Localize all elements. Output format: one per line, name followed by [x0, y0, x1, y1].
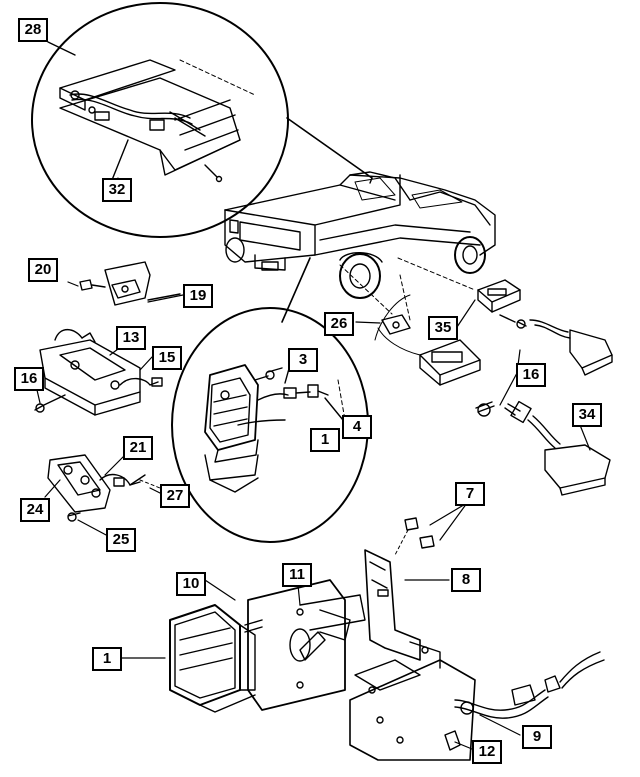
lamp-housing-bracket: [244, 579, 366, 711]
pickup-truck: [224, 171, 496, 323]
chmsl-detail-circle: [31, 2, 373, 238]
callout-12: 12: [472, 740, 502, 764]
callout-3: 3: [288, 348, 318, 372]
callout-35: 35: [428, 316, 458, 340]
callout-9: 9: [522, 725, 552, 749]
callout-11: 11: [282, 563, 312, 587]
license-lamp-assembly: [34, 328, 163, 416]
mounting-bracket-upper: [79, 261, 181, 306]
chmsl-housing: [59, 59, 256, 183]
callout-27: 27: [160, 484, 190, 508]
callout-10: 10: [176, 572, 206, 596]
mounting-nuts: [394, 517, 435, 556]
callout-4: 4: [342, 415, 372, 439]
callout-26: 26: [324, 312, 354, 336]
callout-34: 34: [572, 403, 602, 427]
callout-13: 13: [116, 326, 146, 350]
callout-16-left: 16: [14, 367, 44, 391]
callout-1-main: 1: [92, 647, 122, 671]
callout-25: 25: [106, 528, 136, 552]
tail-lamp-lens: [169, 604, 256, 713]
callout-28: 28: [18, 18, 48, 42]
rear-lamp-bar: [47, 454, 161, 522]
side-marker-lamps: [374, 274, 613, 496]
callout-1-detail: 1: [310, 428, 340, 452]
callout-8: 8: [451, 568, 481, 592]
callout-32: 32: [102, 178, 132, 202]
clip-part: [381, 314, 411, 335]
callout-24: 24: [20, 498, 50, 522]
callout-7: 7: [455, 482, 485, 506]
tail-lamp-detail-circle: [171, 307, 369, 543]
callout-20: 20: [28, 258, 58, 282]
wiring-harness: [444, 651, 605, 751]
support-plate: [349, 549, 476, 761]
callout-16-right: 16: [516, 363, 546, 387]
callout-19: 19: [183, 284, 213, 308]
callout-15: 15: [152, 346, 182, 370]
callout-21: 21: [123, 436, 153, 460]
